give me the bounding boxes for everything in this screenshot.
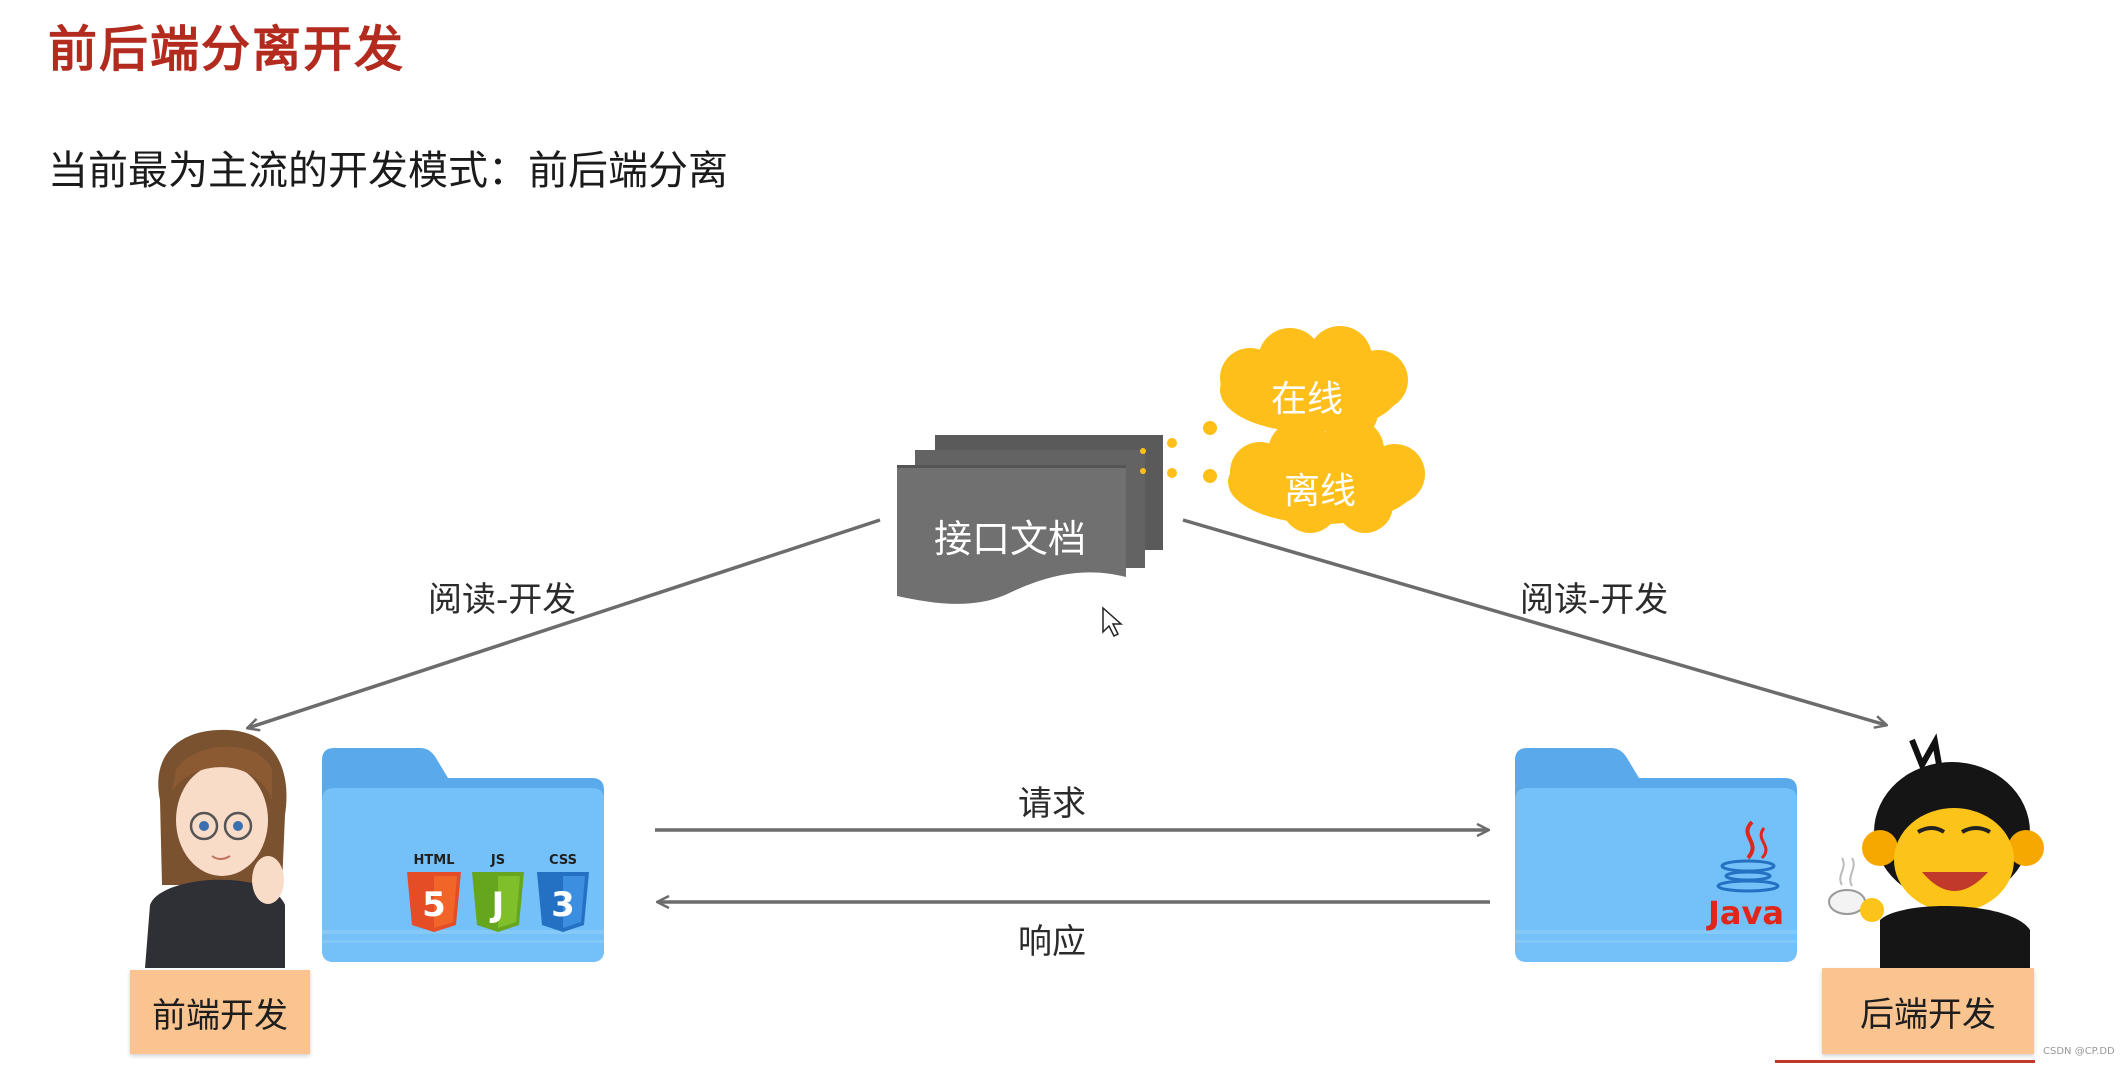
right-read-arrow <box>1182 518 1886 725</box>
watermark: CSDN @CP.DD <box>2043 1046 2115 1057</box>
response-label: 响应 <box>1018 922 1086 962</box>
right-read-label: 阅读-开发 <box>1520 580 1669 620</box>
java-icon: Java <box>1706 820 1784 932</box>
cloud-offline-label: 离线 <box>1284 471 1357 512</box>
css3-badge-text: CSS <box>549 853 577 868</box>
js-badge-text: JS <box>490 853 505 868</box>
java-logo-text: Java <box>1706 894 1784 932</box>
css3-icon: CSS 3 <box>537 853 589 932</box>
svg-text:J: J <box>490 885 505 925</box>
frontend-developer-avatar <box>145 729 287 968</box>
svg-text:5: 5 <box>422 885 446 925</box>
svg-text:3: 3 <box>551 885 575 925</box>
cloud-connector-dots <box>1140 421 1217 483</box>
interface-doc-label: 接口文档 <box>934 517 1087 561</box>
mouse-cursor-icon <box>1102 606 1123 638</box>
page-title: 前后端分离开发 <box>48 21 406 78</box>
left-read-arrow <box>248 518 881 728</box>
cloud-offline-shape <box>1228 418 1425 533</box>
js-icon: JS J <box>472 853 524 932</box>
backend-label: 后端开发 <box>1860 994 1996 1035</box>
backend-developer-avatar <box>1828 733 2044 975</box>
bottom-accent-line <box>1775 1060 2035 1063</box>
html5-icon: HTML 5 <box>407 853 461 932</box>
html5-badge-text: HTML <box>414 853 455 868</box>
backend-folder-icon <box>1515 748 1797 962</box>
page-subtitle: 当前最为主流的开发模式：前后端分离 <box>48 148 728 194</box>
cloud-online-label: 在线 <box>1271 379 1344 420</box>
interface-doc-icon <box>897 435 1163 604</box>
frontend-label: 前端开发 <box>152 995 288 1036</box>
left-read-label: 阅读-开发 <box>428 580 577 620</box>
frontend-folder-icon <box>322 748 604 962</box>
backend-label-box: 后端开发 <box>1822 968 2034 1054</box>
request-label: 请求 <box>1018 784 1086 824</box>
frontend-label-box: 前端开发 <box>130 970 310 1054</box>
